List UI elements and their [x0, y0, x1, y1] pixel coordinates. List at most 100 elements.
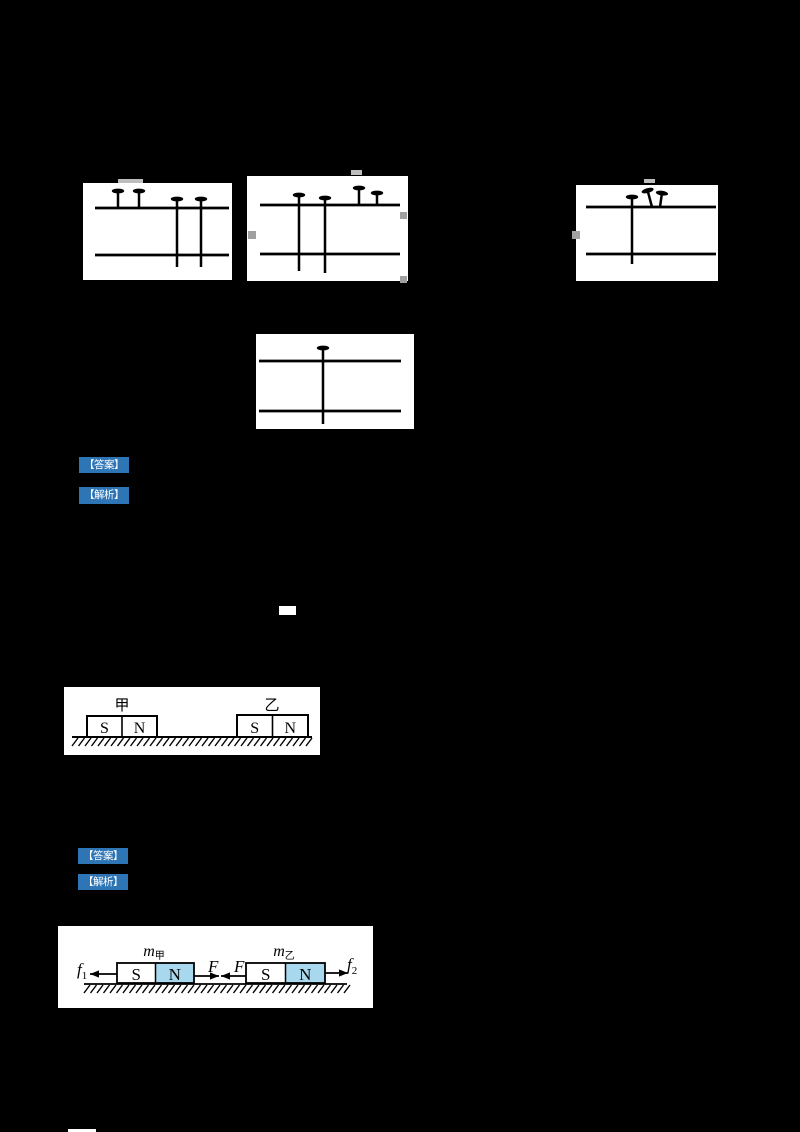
ground-hatch-stroke — [232, 984, 241, 994]
pole-label: S — [261, 965, 270, 984]
nail-diagram-4 — [259, 345, 401, 424]
ground-hatch-stroke — [77, 737, 86, 747]
nail-diagram-2 — [260, 185, 400, 273]
nail-head — [292, 192, 306, 198]
ground-hatch-stroke — [200, 984, 208, 994]
ground-hatch-stroke — [330, 984, 338, 994]
magnet-name-label: 甲 — [114, 698, 129, 714]
ground-hatch-stroke — [175, 737, 183, 747]
nail — [316, 345, 330, 424]
ground-hatch-stroke — [115, 984, 124, 994]
ground-hatch-stroke — [265, 984, 273, 994]
nail-head — [316, 345, 330, 351]
pole-label: S — [100, 720, 109, 737]
ground-hatch-stroke — [253, 737, 261, 747]
figure-nails-2 — [247, 176, 408, 281]
ground-hatch-stroke — [116, 737, 125, 747]
ground-hatch-stroke — [201, 737, 209, 747]
ground-hatch-stroke — [123, 737, 131, 747]
pole-label: S — [132, 965, 141, 984]
ground-hatch-stroke — [298, 737, 307, 747]
ground-hatch-stroke — [343, 984, 351, 994]
ground-hatch-stroke — [148, 984, 156, 994]
pole-label: S — [250, 720, 259, 737]
ground-hatch-stroke — [187, 984, 195, 994]
ground-hatch-stroke — [135, 984, 143, 994]
force-label: F — [207, 957, 219, 976]
ground-hatch-stroke — [96, 984, 104, 994]
ground-hatch-stroke — [258, 984, 267, 994]
ground-hatch-stroke — [136, 737, 144, 747]
force-arrow-head — [221, 972, 230, 980]
force-label: F — [233, 957, 245, 976]
pole-label: N — [284, 720, 296, 737]
ground-hatch-stroke — [220, 737, 229, 747]
ground-hatch-stroke — [129, 737, 138, 747]
nail — [655, 190, 669, 208]
nail — [111, 188, 125, 208]
ground-hatch-stroke — [167, 984, 176, 994]
ground-hatch-stroke — [292, 737, 300, 747]
ground-hatch-stroke — [240, 737, 248, 747]
ground-hatch-stroke — [266, 737, 274, 747]
nail-diagram-1 — [95, 188, 229, 267]
ground-hatch-stroke — [304, 984, 312, 994]
ground-hatch-stroke — [227, 737, 235, 747]
figure-nails-4 — [256, 334, 414, 429]
nail — [352, 185, 366, 205]
ground-hatch-stroke — [214, 737, 222, 747]
nail — [292, 192, 306, 271]
force-label: f2 — [347, 955, 357, 977]
nail-head — [641, 187, 654, 194]
ground-hatch-stroke — [193, 984, 202, 994]
analysis-badge-2[interactable]: 【解析】 — [78, 874, 128, 890]
ground-hatch-stroke — [285, 737, 294, 747]
nail — [170, 196, 184, 267]
ground-hatch-stroke — [142, 737, 151, 747]
ground-hatch-stroke — [279, 737, 287, 747]
selection-handle[interactable] — [400, 276, 407, 283]
nail-head — [194, 196, 208, 202]
selection-handle[interactable] — [572, 231, 580, 239]
ground-hatch-stroke — [141, 984, 150, 994]
force-arrow-head — [90, 970, 99, 978]
nail — [132, 188, 146, 208]
nail-head — [655, 190, 669, 196]
ground-hatch-stroke — [226, 984, 234, 994]
ground-hatch-stroke — [336, 984, 345, 994]
ground-hatch-stroke — [278, 984, 286, 994]
nail — [625, 194, 639, 264]
ground-hatch-stroke — [259, 737, 268, 747]
ground-hatch-stroke — [245, 984, 254, 994]
nail-head — [370, 190, 384, 196]
ground-hatch-stroke — [239, 984, 247, 994]
ground-hatch-stroke — [323, 984, 332, 994]
ground-hatch-stroke — [89, 984, 98, 994]
ground-hatch-stroke — [110, 737, 118, 747]
nail — [641, 187, 654, 208]
pole-label: N — [169, 965, 181, 984]
ground-hatch-stroke — [103, 737, 112, 747]
ground-hatch-stroke — [272, 737, 281, 747]
ground-hatch-stroke — [102, 984, 111, 994]
ground-hatch-stroke — [181, 737, 190, 747]
gray-smudge — [644, 179, 655, 183]
nail-head — [625, 194, 639, 200]
ground-hatch-stroke — [284, 984, 293, 994]
inline-formula-box — [279, 606, 296, 615]
answer-badge-2[interactable]: 【答案】 — [78, 848, 128, 864]
ground-hatch-stroke — [84, 737, 92, 747]
analysis-badge-1[interactable]: 【解析】 — [79, 487, 129, 504]
ground-hatch-stroke — [317, 984, 325, 994]
selection-handle[interactable] — [400, 212, 407, 219]
nail — [194, 196, 208, 267]
nail-head — [111, 188, 125, 194]
selection-handle[interactable] — [248, 231, 256, 239]
ground-hatch-stroke — [161, 984, 169, 994]
ground-hatch-stroke — [128, 984, 137, 994]
ground-hatch-stroke — [149, 737, 157, 747]
answer-badge-1[interactable]: 【答案】 — [79, 457, 129, 473]
